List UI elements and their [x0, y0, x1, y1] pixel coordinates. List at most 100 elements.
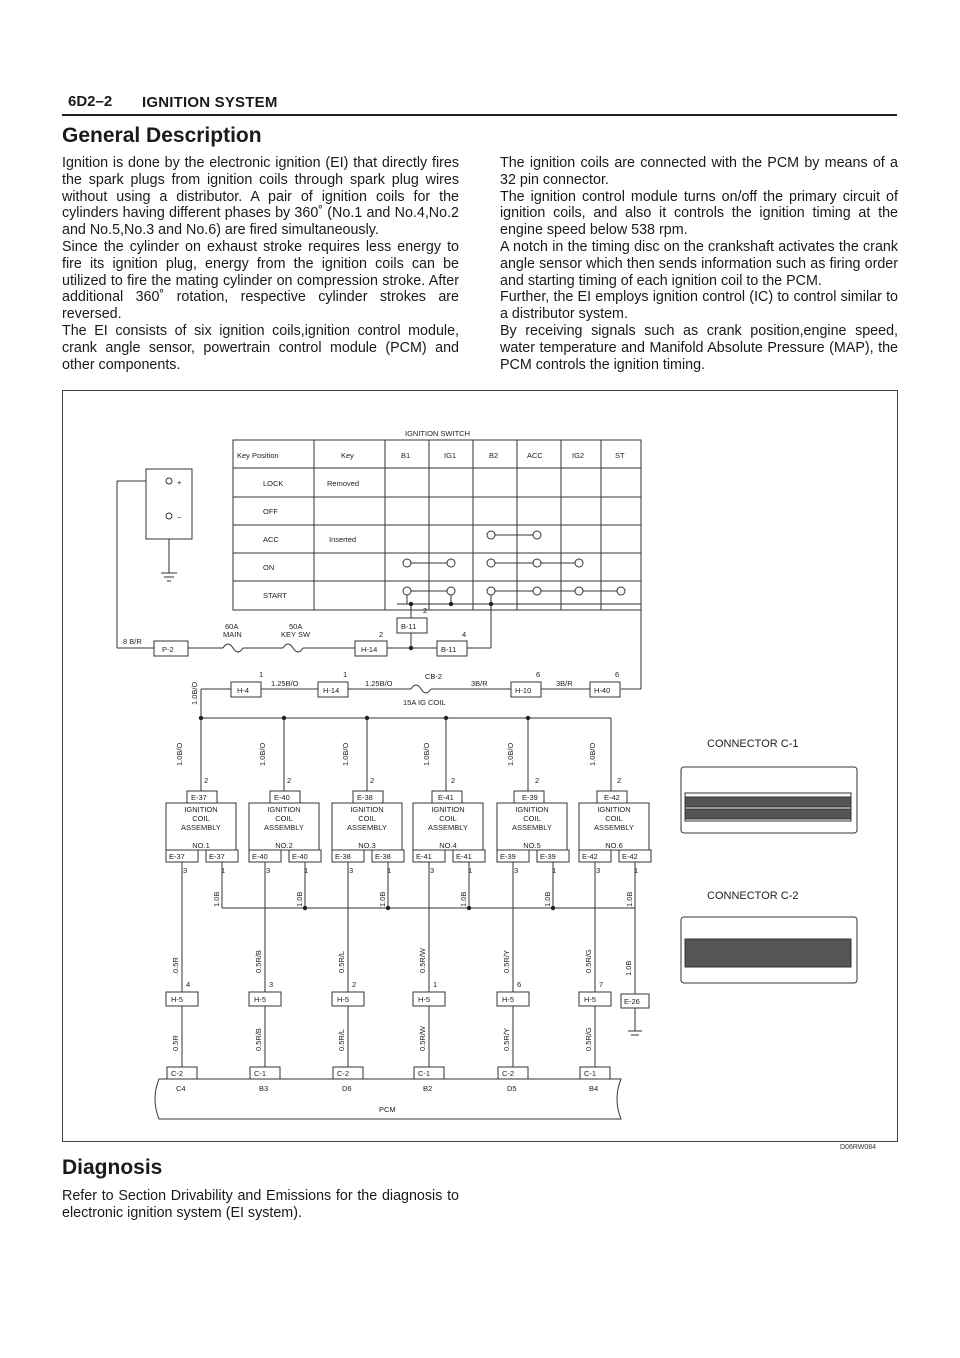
conn-b11-bottom: B-11 [441, 645, 456, 654]
position-acc: ACC [263, 535, 279, 544]
coil-ground-wire: 1.0B [459, 892, 468, 907]
connector-c1 [680, 766, 858, 834]
coil-name-line: ASSEMBLY [594, 823, 634, 832]
coil-pin-1: 1 [468, 866, 472, 875]
fuse-ig-coil: 15A IG COIL [403, 698, 446, 707]
switch-table-title: IGNITION SWITCH [405, 429, 470, 438]
h5-connector: H-5 [584, 995, 596, 1004]
coil-bottom-connector-left: E-41 [416, 852, 432, 861]
coil-ground-wire: 1.0B [212, 892, 221, 907]
pcm-pin: B3 [259, 1084, 268, 1093]
coil-ground-wire: 1.0B [295, 892, 304, 907]
coil-feed-wire: 1.0B/O [422, 742, 431, 766]
coil-name-line: COIL [605, 814, 623, 823]
position-off: OFF [263, 507, 278, 516]
coil-bottom-connector-left: E-42 [582, 852, 598, 861]
coil-pin-1: 1 [221, 866, 225, 875]
coil-top-connector: E-42 [604, 793, 620, 802]
h5-pin: 6 [517, 980, 521, 989]
coil-number: NO.5 [523, 841, 541, 850]
coil-signal-wire-upper: 0.5R/Y [502, 950, 511, 973]
position-lock: LOCK [263, 479, 283, 488]
wire-125bo-b: 1.25B/O [365, 679, 393, 688]
coil-signal-wire-lower: 0.5R/L [337, 1029, 346, 1051]
conn-b11-top: B-11 [401, 622, 416, 631]
paragraph: By receiving signals such as crank posit… [500, 322, 898, 373]
coil-bottom-connector-right: E-38 [375, 852, 391, 861]
fuse-50a: 50A [289, 622, 302, 631]
connector-c2 [680, 916, 858, 984]
h5-pin: 2 [352, 980, 356, 989]
diagnosis-text: Refer to Section Drivability and Emissio… [62, 1188, 459, 1221]
header-key-position: Key Position [237, 451, 279, 460]
pcm-box [154, 1078, 622, 1120]
coil-pin-1: 1 [552, 866, 556, 875]
h5-connector: H-5 [254, 995, 266, 1004]
coil-signal-wire-upper: 0.5R [171, 957, 180, 973]
coil-bottom-connector-right: E-40 [292, 852, 308, 861]
coil-number: NO.6 [605, 841, 623, 850]
conn-h14: H-14 [323, 686, 339, 695]
coil-pin-3: 3 [349, 866, 353, 875]
coil-feed-pin: 2 [535, 776, 539, 785]
coil-name-line: IGNITION [431, 805, 464, 814]
coil-name-line: ASSEMBLY [347, 823, 387, 832]
h5-connector: H-5 [337, 995, 349, 1004]
paragraph: Since the cylinder on exhaust stroke req… [62, 238, 459, 323]
h5-connector: H-5 [418, 995, 430, 1004]
wire-125bo-a: 1.25B/O [271, 679, 299, 688]
coil-feed-pin: 2 [451, 776, 455, 785]
position-start: START [263, 591, 287, 600]
pcm-connector: C-2 [502, 1069, 514, 1078]
coil-pin-3: 3 [430, 866, 434, 875]
coil-feed-wire: 1.0B/O [588, 742, 597, 766]
battery-plus-label: + [177, 478, 182, 487]
coil-pin-1: 1 [304, 866, 308, 875]
coil-name-line: ASSEMBLY [512, 823, 552, 832]
pin-6b: 6 [615, 670, 619, 679]
header-key: Key [341, 451, 354, 460]
position-on: ON [263, 563, 274, 572]
fuse-60a: 60A [225, 622, 238, 631]
coil-boxes [165, 790, 652, 863]
coil-feed-pin: 2 [204, 776, 208, 785]
paragraph: A notch in the timing disc on the cranks… [500, 238, 898, 289]
coil-signal-wire-lower: 0.5R/B [254, 1028, 263, 1051]
figure-id: D06RW084 [840, 1144, 877, 1151]
wiring-diagram-svg: + − IGNITION SWITCH Key Position Key B1 … [116, 429, 858, 1120]
pcm-pin: D6 [342, 1084, 352, 1093]
h5-pin: 7 [599, 980, 603, 989]
wire-10bo-main: 1.0B/O [190, 681, 199, 705]
coil-signal-wire-lower: 0.5R/G [584, 1027, 593, 1051]
paragraph: The ignition coils are connected with th… [500, 155, 898, 188]
coil-feed-wire: 1.0B/O [341, 742, 350, 766]
coil-signal-wire-lower: 0.5R [171, 1035, 180, 1051]
h5-pin: 1 [433, 980, 437, 989]
fuse-cb2: CB-2 [425, 672, 442, 681]
conn-h4: H-4 [237, 686, 249, 695]
connector-c2-label: CONNECTOR C-2 [707, 890, 798, 902]
fuse-main: MAIN [223, 630, 242, 639]
header-ig1: IG1 [444, 451, 456, 460]
pin-2a: 2 [379, 630, 383, 639]
coil-signal-wire-upper: 0.5R/G [584, 949, 593, 973]
conn-e26: E-26 [624, 997, 640, 1006]
coil-name-line: COIL [523, 814, 541, 823]
pin-4: 4 [462, 630, 466, 639]
h5-pin: 3 [269, 980, 273, 989]
coil-top-connector: E-40 [274, 793, 290, 802]
coil-name-line: COIL [275, 814, 293, 823]
coil-pin-1: 1 [387, 866, 391, 875]
header-acc: ACC [527, 451, 543, 460]
conn-h14-top: H-14 [361, 645, 377, 654]
pcm-connector: C-2 [171, 1069, 183, 1078]
coil-name-line: COIL [358, 814, 376, 823]
wire-3br-a: 3B/R [471, 679, 488, 688]
coil-ground-wire: 1.0B [378, 892, 387, 907]
paragraph: Further, the EI employs ignition control… [500, 289, 898, 323]
coil-top-connector: E-37 [191, 793, 207, 802]
coil-number: NO.4 [439, 841, 457, 850]
coil-name-line: COIL [192, 814, 210, 823]
coil-ground-wire: 1.0B [543, 892, 552, 907]
coil-signal-wire-upper: 0.5R/W [418, 947, 427, 973]
